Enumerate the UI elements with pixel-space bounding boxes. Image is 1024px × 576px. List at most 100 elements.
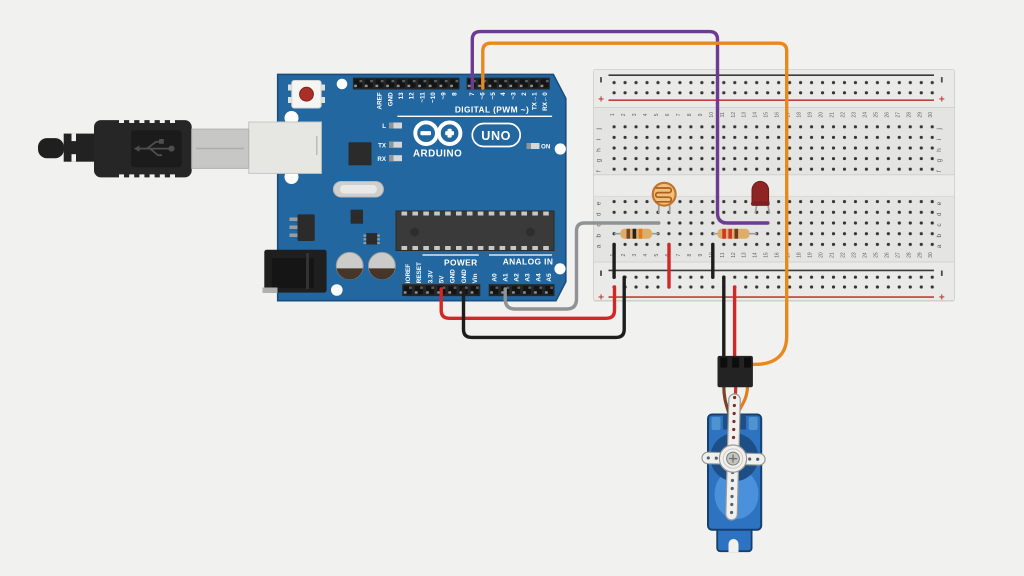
svg-text:7: 7 xyxy=(469,92,476,96)
svg-text:~10: ~10 xyxy=(430,92,437,103)
svg-text:28: 28 xyxy=(906,252,912,258)
svg-text:IOREF: IOREF xyxy=(405,264,412,283)
svg-text:UNO: UNO xyxy=(481,129,511,143)
svg-text:+: + xyxy=(598,95,604,106)
svg-text:c: c xyxy=(936,223,943,227)
svg-text:16: 16 xyxy=(775,252,781,258)
svg-text:8: 8 xyxy=(687,113,693,116)
svg-text:GND: GND xyxy=(450,269,457,283)
svg-text:L: L xyxy=(382,123,386,130)
svg-text:A3: A3 xyxy=(524,273,531,282)
svg-text:GND: GND xyxy=(387,92,394,106)
svg-text:13: 13 xyxy=(742,252,748,258)
svg-text:12: 12 xyxy=(409,92,416,100)
svg-text:29: 29 xyxy=(917,112,923,118)
svg-text:a: a xyxy=(596,244,603,248)
svg-text:TX→1: TX→1 xyxy=(531,92,538,110)
svg-text:26: 26 xyxy=(884,252,890,258)
svg-text:6: 6 xyxy=(665,113,671,116)
svg-text:2: 2 xyxy=(621,253,627,256)
svg-text:25: 25 xyxy=(873,252,879,258)
svg-text:9: 9 xyxy=(698,253,704,256)
svg-text:A2: A2 xyxy=(513,273,520,282)
svg-text:21: 21 xyxy=(830,112,836,118)
svg-text:28: 28 xyxy=(906,112,912,118)
svg-text:7: 7 xyxy=(676,253,682,256)
svg-text:19: 19 xyxy=(808,112,814,118)
svg-text:30: 30 xyxy=(928,112,934,118)
svg-text:b: b xyxy=(936,234,943,238)
svg-text:~3: ~3 xyxy=(511,92,518,100)
svg-text:+: + xyxy=(939,95,945,106)
svg-text:23: 23 xyxy=(851,112,857,118)
svg-text:8: 8 xyxy=(687,253,693,256)
svg-text:d: d xyxy=(596,212,603,216)
svg-text:+: + xyxy=(939,292,945,303)
svg-text:3.3V: 3.3V xyxy=(427,269,434,283)
svg-text:~11: ~11 xyxy=(419,92,426,103)
svg-text:17: 17 xyxy=(786,112,792,118)
svg-text:A0: A0 xyxy=(491,273,498,282)
svg-text:A1: A1 xyxy=(502,273,509,282)
svg-text:9: 9 xyxy=(698,113,704,116)
svg-text:30: 30 xyxy=(928,252,934,258)
svg-text:20: 20 xyxy=(819,112,825,118)
svg-text:5: 5 xyxy=(654,253,660,256)
svg-text:h: h xyxy=(936,148,943,152)
svg-text:j: j xyxy=(936,128,943,130)
svg-text:4: 4 xyxy=(643,113,649,116)
svg-text:19: 19 xyxy=(808,252,814,258)
svg-text:13: 13 xyxy=(742,112,748,118)
svg-text:i: i xyxy=(596,139,603,140)
svg-text:f: f xyxy=(596,170,603,172)
svg-text:~9: ~9 xyxy=(441,92,448,100)
svg-text:22: 22 xyxy=(841,252,847,258)
svg-text:27: 27 xyxy=(895,112,901,118)
svg-text:j: j xyxy=(596,128,603,130)
svg-text:e: e xyxy=(936,201,943,205)
svg-text:26: 26 xyxy=(884,112,890,118)
svg-text:g: g xyxy=(596,158,603,162)
svg-text:~5: ~5 xyxy=(490,92,497,100)
svg-text:14: 14 xyxy=(753,112,759,118)
svg-text:8: 8 xyxy=(451,92,458,96)
svg-text:18: 18 xyxy=(797,112,803,118)
svg-text:16: 16 xyxy=(775,112,781,118)
svg-text:15: 15 xyxy=(764,252,770,258)
svg-text:A5: A5 xyxy=(546,273,553,282)
svg-text:RESET: RESET xyxy=(416,262,423,283)
svg-text:18: 18 xyxy=(797,252,803,258)
svg-text:2: 2 xyxy=(521,92,528,96)
svg-text:15: 15 xyxy=(764,112,770,118)
svg-text:h: h xyxy=(596,148,603,152)
svg-text:4: 4 xyxy=(500,92,507,96)
svg-text:4: 4 xyxy=(643,253,649,256)
svg-text:ON: ON xyxy=(541,144,551,151)
svg-text:17: 17 xyxy=(786,252,792,258)
svg-text:22: 22 xyxy=(841,112,847,118)
svg-text:A4: A4 xyxy=(535,273,542,282)
svg-text:2: 2 xyxy=(621,113,627,116)
svg-text:Vin: Vin xyxy=(472,273,479,283)
svg-text:GND: GND xyxy=(461,269,468,283)
svg-text:21: 21 xyxy=(830,252,836,258)
svg-text:ANALOG IN: ANALOG IN xyxy=(503,257,554,267)
svg-text:+: + xyxy=(598,292,604,303)
svg-text:TX: TX xyxy=(378,142,387,149)
svg-text:i: i xyxy=(936,139,943,140)
svg-text:7: 7 xyxy=(676,113,682,116)
svg-text:11: 11 xyxy=(720,252,726,257)
svg-text:27: 27 xyxy=(895,252,901,258)
svg-text:g: g xyxy=(936,158,943,162)
svg-text:12: 12 xyxy=(731,112,737,118)
svg-text:e: e xyxy=(596,201,603,205)
svg-text:20: 20 xyxy=(819,252,825,258)
svg-text:5: 5 xyxy=(654,113,660,116)
svg-text:12: 12 xyxy=(731,252,737,258)
svg-text:RX: RX xyxy=(377,156,386,163)
svg-text:~6: ~6 xyxy=(479,92,486,100)
svg-text:a: a xyxy=(936,244,943,248)
svg-text:1: 1 xyxy=(610,113,616,116)
svg-text:3: 3 xyxy=(632,113,638,116)
svg-text:AREF: AREF xyxy=(377,92,384,109)
